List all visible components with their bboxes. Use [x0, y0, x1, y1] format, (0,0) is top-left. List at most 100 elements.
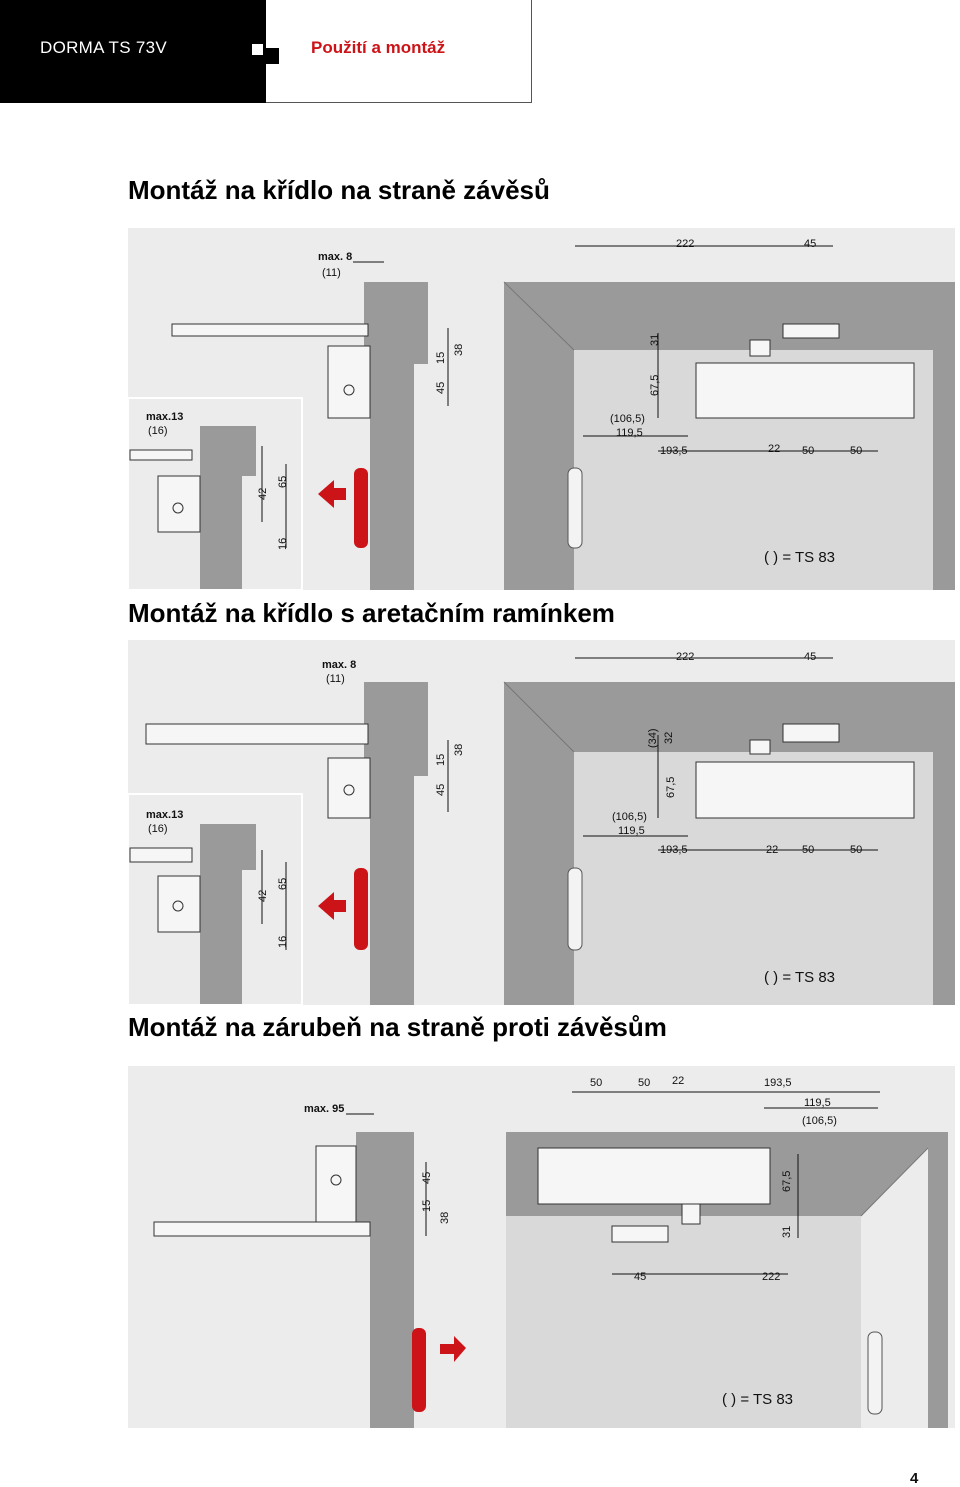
ts83-note: ( ) = TS 83 — [722, 1391, 793, 1408]
mounting-diagram-1: max. 8 (11) 222 45 31 67,5 15 38 45 max.… — [128, 238, 955, 590]
dim-42: 42 — [257, 890, 269, 902]
diagram-panel-2: max. 8 (11) 222 45 (34) 32 67,5 15 38 45… — [128, 640, 955, 1005]
dim-119-5: 119,5 — [804, 1097, 831, 1109]
door-edge-red — [412, 1328, 426, 1412]
dim-16: 16 — [277, 538, 289, 550]
dim-106-5: (106,5) — [802, 1115, 837, 1127]
section-title-3: Montáž na zárubeň na straně proti závěsů… — [128, 1012, 667, 1042]
dim-50-b: 50 — [850, 844, 862, 856]
dim-45-vertical: 45 — [421, 1172, 433, 1184]
dim-67-5: 67,5 — [665, 777, 677, 798]
closer-side-view-small — [157, 475, 201, 533]
detail-frame — [128, 397, 303, 590]
header-product-title: DORMA TS 73V — [40, 38, 168, 57]
dim-45: 45 — [804, 238, 816, 250]
closer-arm — [153, 1221, 371, 1237]
dim-31: 31 — [781, 1226, 793, 1238]
dim-16-paren: (16) — [148, 823, 168, 835]
ts83-note: ( ) = TS 83 — [764, 969, 835, 986]
frame-profile-small — [200, 426, 256, 476]
mounting-diagram-3: 50 50 22 193,5 max. 95 119,5 (106,5) 45 … — [153, 1075, 948, 1428]
closer-side-view — [315, 1145, 357, 1223]
direction-arrow-icon — [440, 1336, 466, 1362]
dim-65: 65 — [277, 878, 289, 890]
dim-45-vertical: 45 — [435, 784, 447, 796]
dim-106-5: (106,5) — [610, 413, 645, 425]
dim-max8: max. 8 — [322, 659, 356, 671]
hinge-icon — [867, 1331, 883, 1415]
arm-shoe — [611, 1225, 669, 1243]
dim-222: 222 — [676, 651, 694, 663]
dim-106-5: (106,5) — [612, 811, 647, 823]
dim-max13: max.13 — [146, 809, 183, 821]
door-leaf-section — [370, 348, 414, 590]
dim-193-5: 193,5 — [764, 1077, 792, 1089]
dim-38: 38 — [453, 744, 465, 756]
axle-icon — [343, 384, 355, 396]
dim-50-b: 50 — [638, 1077, 650, 1089]
arm-shoe — [782, 323, 840, 339]
hinge-icon — [567, 467, 583, 549]
dim-50-a: 50 — [802, 844, 814, 856]
page-number: 4 — [910, 1470, 919, 1487]
frame-perspective — [504, 282, 955, 590]
dim-max13: max.13 — [146, 411, 183, 423]
diagram-panel-1: max. 8 (11) 222 45 31 67,5 15 38 45 max.… — [128, 228, 955, 590]
dim-119-5: 119,5 — [616, 427, 643, 439]
dim-15: 15 — [435, 352, 447, 364]
dim-15: 15 — [435, 754, 447, 766]
dim-45: 45 — [804, 651, 816, 663]
dim-50-a: 50 — [590, 1077, 602, 1089]
dim-max8: max. 8 — [318, 251, 352, 263]
dim-50-a: 50 — [802, 445, 814, 457]
dim-31: 31 — [649, 334, 661, 346]
header-section-block — [266, 0, 532, 103]
arm-shoe — [782, 723, 840, 743]
dim-11: (11) — [322, 267, 341, 279]
header-product-block — [0, 0, 266, 103]
dim-38: 38 — [453, 344, 465, 356]
door-edge-red — [354, 468, 368, 548]
dim-193-5: 193,5 — [660, 844, 688, 856]
dim-67-5: 67,5 — [781, 1171, 793, 1192]
dim-22: 22 — [766, 844, 778, 856]
dim-45-vertical: 45 — [435, 382, 447, 394]
hold-open-arm — [145, 723, 369, 745]
dim-65: 65 — [277, 476, 289, 488]
closer-arm — [171, 323, 369, 337]
dim-45: 45 — [634, 1271, 646, 1283]
mounting-diagram-2: max. 8 (11) 222 45 (34) 32 67,5 15 38 45… — [128, 651, 955, 1005]
diagram-panel-3: 50 50 22 193,5 max. 95 119,5 (106,5) 45 … — [128, 1066, 955, 1428]
direction-arrow-icon — [318, 892, 346, 920]
dim-22: 22 — [672, 1075, 684, 1087]
dim-16: 16 — [277, 936, 289, 948]
dim-38: 38 — [439, 1212, 451, 1224]
frame-profile — [364, 282, 428, 364]
dim-42: 42 — [257, 488, 269, 500]
door-edge-red — [354, 868, 368, 950]
ts83-note: ( ) = TS 83 — [764, 549, 835, 566]
dim-11: (11) — [326, 673, 345, 685]
dim-15: 15 — [421, 1200, 433, 1212]
dim-32: 32 — [663, 732, 675, 744]
dim-34: (34) — [647, 728, 659, 748]
closer-side-view — [327, 345, 371, 419]
dim-222: 222 — [676, 238, 694, 250]
dim-50-b: 50 — [850, 445, 862, 457]
dim-max95: max. 95 — [304, 1103, 344, 1115]
dim-16-paren: (16) — [148, 425, 168, 437]
section-title-1: Montáž na křídlo na straně závěsů — [128, 175, 550, 205]
dorma-logo-icon — [252, 44, 282, 64]
closer-body — [695, 362, 915, 419]
dim-67-5: 67,5 — [649, 375, 661, 396]
dim-222: 222 — [762, 1271, 780, 1283]
dim-193-5: 193,5 — [660, 445, 688, 457]
dim-22: 22 — [768, 443, 780, 455]
dim-119-5: 119,5 — [618, 825, 645, 837]
closer-body — [537, 1147, 771, 1205]
hinge-icon — [567, 867, 583, 951]
closer-body — [695, 761, 915, 819]
frame-perspective — [506, 1132, 948, 1428]
section-title-2: Montáž na křídlo s aretačním ramínkem — [128, 598, 615, 628]
direction-arrow-icon — [318, 480, 346, 508]
